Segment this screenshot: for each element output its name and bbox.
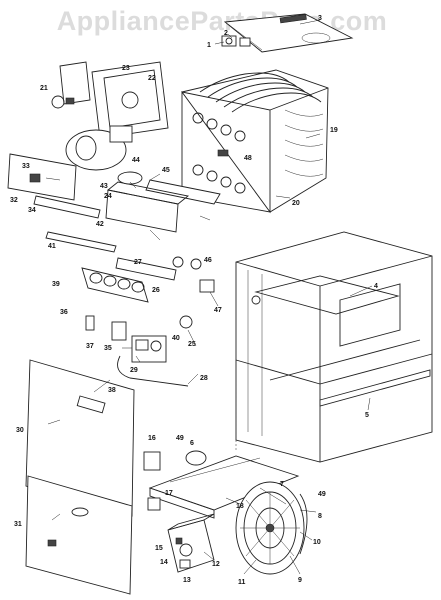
callout-39: 39	[52, 281, 60, 288]
callout-36: 36	[60, 309, 68, 316]
callout-20: 20	[292, 200, 300, 207]
callout-28: 28	[200, 375, 208, 382]
callout-16: 16	[148, 435, 156, 442]
callout-9: 9	[298, 577, 302, 584]
plug-part	[185, 450, 207, 466]
callout-47: 47	[214, 307, 222, 314]
callout-8: 8	[318, 513, 322, 520]
callout-41: 41	[48, 243, 56, 250]
callout-2: 2	[224, 30, 228, 37]
callout-4: 4	[374, 283, 378, 290]
callout-42: 42	[96, 221, 104, 228]
leader-lines	[45, 19, 373, 575]
callout-1: 1	[207, 42, 211, 49]
callout-35: 35	[104, 345, 112, 352]
callout-5: 5	[365, 412, 369, 419]
callout-29: 29	[130, 367, 138, 374]
blower-wheel	[235, 481, 308, 575]
blower-deck	[148, 455, 300, 519]
callout-40: 40	[172, 335, 180, 342]
inducer-assembly	[51, 61, 169, 171]
callout-37: 37	[86, 343, 94, 350]
lower-door	[25, 475, 133, 595]
callout-14: 14	[160, 559, 168, 566]
callout-49b: 49	[318, 491, 326, 498]
callout-17: 17	[165, 490, 173, 497]
callout-31: 31	[14, 521, 22, 528]
callout-32: 32	[10, 197, 18, 204]
burner-assembly	[7, 153, 221, 387]
cabinet	[235, 231, 433, 463]
callout-13: 13	[183, 577, 191, 584]
callout-34: 34	[28, 207, 36, 214]
callout-6: 6	[190, 440, 194, 447]
callout-11: 11	[238, 579, 246, 586]
callout-19: 19	[330, 127, 338, 134]
callout-49a: 49	[176, 435, 184, 442]
callout-25: 25	[188, 341, 196, 348]
callout-7: 7	[280, 481, 284, 488]
capacitor	[143, 451, 161, 511]
callout-30: 30	[16, 427, 24, 434]
callout-38: 38	[108, 387, 116, 394]
callout-10: 10	[313, 539, 321, 546]
callout-43: 43	[100, 183, 108, 190]
callout-18: 18	[236, 503, 244, 510]
callout-24: 24	[104, 193, 112, 200]
callout-33: 33	[22, 163, 30, 170]
callout-labels: 1 2 3 4 5 6 7 8 9 10 11 12 13 14 15 16 1…	[10, 15, 378, 586]
callout-27: 27	[134, 259, 142, 266]
callout-22: 22	[148, 75, 156, 82]
callout-26: 26	[152, 287, 160, 294]
callout-44: 44	[132, 157, 140, 164]
callout-23: 23	[122, 65, 130, 72]
callout-12: 12	[212, 561, 220, 568]
callout-48: 48	[244, 155, 252, 162]
bracket-parts-top	[221, 35, 251, 47]
callout-45: 45	[162, 167, 170, 174]
callout-46: 46	[204, 257, 212, 264]
callout-15: 15	[155, 545, 163, 552]
control-box	[167, 513, 215, 573]
callout-21: 21	[40, 85, 48, 92]
callout-3: 3	[318, 15, 322, 22]
